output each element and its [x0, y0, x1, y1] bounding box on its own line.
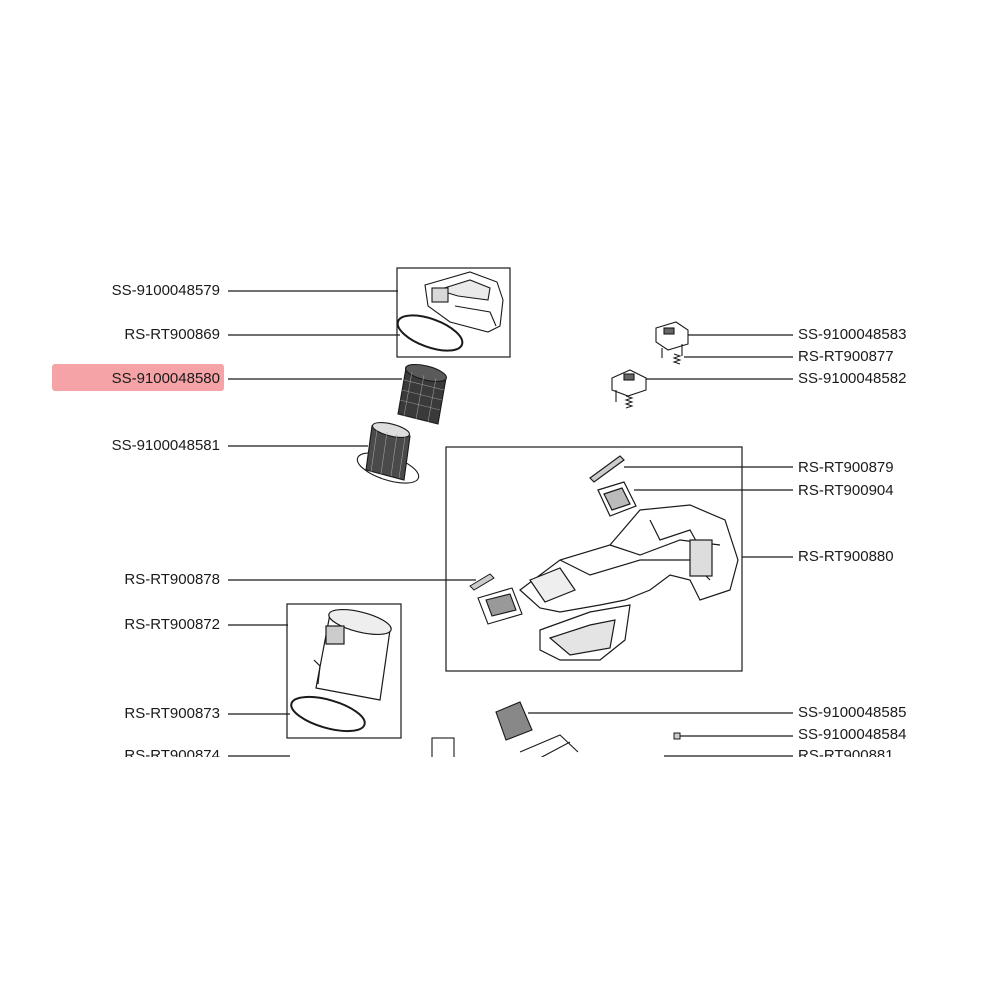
clip-strip-part	[469, 573, 495, 591]
group-box-body	[445, 446, 743, 672]
seal-strip-part	[589, 455, 625, 483]
part-label-ss-9100048580[interactable]: SS-9100048580	[111, 370, 220, 387]
spring-part-top	[672, 353, 682, 365]
crop-mask	[0, 757, 1000, 1000]
spring-part-bottom	[624, 395, 634, 409]
part-label-ss-9100048581[interactable]: SS-9100048581	[111, 437, 220, 454]
part-label-rs-rt900878[interactable]: RS-RT900878	[124, 571, 220, 588]
part-label-ss-9100048585[interactable]: SS-9100048585	[798, 704, 907, 721]
group-box-lid	[396, 267, 511, 358]
gasket-ring	[396, 314, 464, 352]
part-label-ss-9100048584[interactable]: SS-9100048584	[798, 726, 907, 743]
part-label-ss-9100048583[interactable]: SS-9100048583	[798, 326, 907, 343]
part-label-rs-rt900877[interactable]: RS-RT900877	[798, 348, 894, 365]
selected-part-highlight	[52, 364, 224, 391]
dust-bin-part	[313, 608, 392, 701]
part-label-rs-rt900879[interactable]: RS-RT900879	[798, 459, 894, 476]
mesh-filter-part	[397, 363, 447, 425]
grille-frame-part	[597, 481, 637, 517]
small-filter-part	[477, 587, 523, 625]
part-label-rs-rt900872[interactable]: RS-RT900872	[124, 616, 220, 633]
part-label-ss-9100048582[interactable]: SS-9100048582	[798, 370, 907, 387]
small-screw-part	[673, 732, 681, 740]
part-label-ss-9100048579[interactable]: SS-9100048579	[111, 282, 220, 299]
clip-part-top	[655, 321, 689, 358]
part-label-rs-rt900904[interactable]: RS-RT900904	[798, 482, 894, 499]
part-label-rs-rt900869[interactable]: RS-RT900869	[124, 326, 220, 343]
cylinder-filter-part	[356, 422, 420, 484]
part-label-rs-rt900873[interactable]: RS-RT900873	[124, 705, 220, 722]
part-label-rs-rt900880[interactable]: RS-RT900880	[798, 548, 894, 565]
bin-gasket-ring	[290, 695, 366, 733]
lid-part	[424, 271, 504, 333]
clip-part-bottom	[611, 369, 647, 402]
group-box-bin	[286, 603, 402, 739]
main-housing-part	[519, 504, 739, 661]
filter-pad-part	[495, 701, 533, 741]
